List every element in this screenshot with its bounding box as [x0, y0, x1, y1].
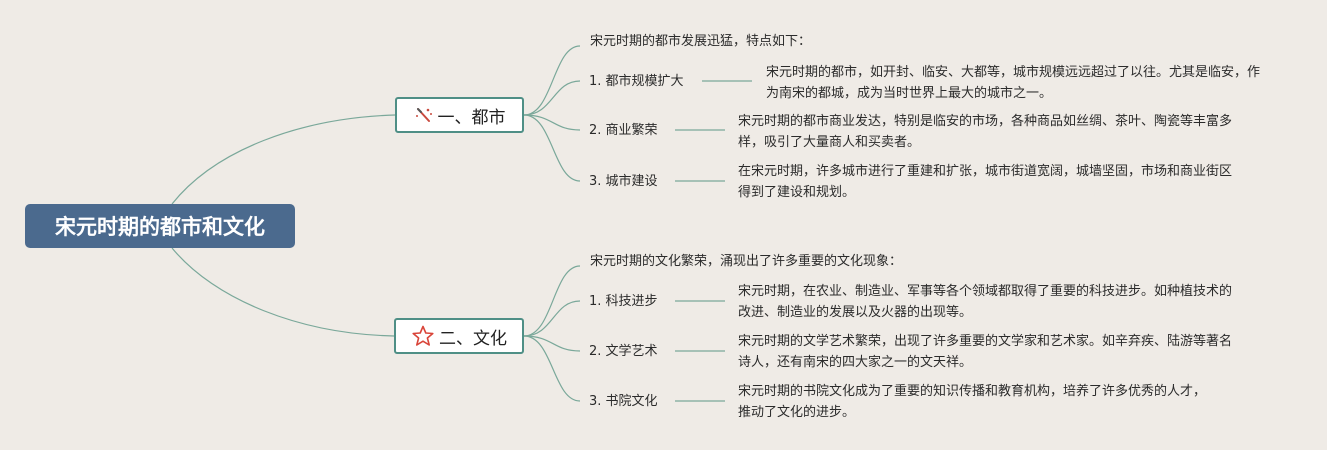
branch-cities[interactable]: 一、都市	[395, 97, 524, 133]
connector-cities-item-2	[523, 114, 581, 131]
cities-item-3-desc: 在宋元时期，许多城市进行了重建和扩张，城市街道宽阔，城墙坚固，市场和商业街区得到…	[738, 164, 1233, 200]
culture-item-1-title[interactable]: 1. 科技进步	[589, 294, 658, 309]
root-topic-label: 宋元时期的都市和文化	[55, 215, 265, 239]
connector-cities-intro	[523, 45, 581, 116]
cities-item-1-title[interactable]: 1. 都市规模扩大	[589, 74, 684, 89]
star-icon	[411, 325, 435, 347]
branch-culture-label: 二、文化	[439, 328, 507, 349]
connector-root-to-cities	[171, 114, 396, 205]
cities-item-2-desc: 宋元时期的都市商业发达，特别是临安的市场，各种商品如丝绸、茶叶、陶瓷等丰富多样，…	[738, 114, 1233, 150]
connector-cities-item-3	[523, 114, 581, 182]
branch-culture[interactable]: 二、文化	[394, 318, 524, 354]
magic-wand-icon	[414, 106, 434, 124]
cities-intro: 宋元时期的都市发展迅猛，特点如下：	[590, 34, 812, 49]
connector-cities-item-1	[523, 80, 581, 116]
connector-culture-intro	[523, 265, 581, 337]
culture-intro: 宋元时期的文化繁荣，涌现出了许多重要的文化现象：	[590, 254, 903, 269]
branch-cities-label: 一、都市	[437, 107, 506, 128]
connector-root-to-culture	[171, 247, 395, 337]
connector-culture-item-1	[523, 300, 581, 337]
culture-item-3-title[interactable]: 3. 书院文化	[589, 394, 658, 409]
cities-item-2-title[interactable]: 2. 商业繁荣	[589, 123, 658, 138]
connector-culture-item-3	[523, 335, 581, 402]
cities-item-1-desc: 宋元时期的都市，如开封、临安、大都等，城市规模远远超过了以往。尤其是临安，作为南…	[766, 65, 1261, 101]
culture-item-2-desc: 宋元时期的文学艺术繁荣，出现了许多重要的文学家和艺术家。如辛弃疾、陆游等著名诗人…	[738, 334, 1233, 370]
culture-item-2-title[interactable]: 2. 文学艺术	[589, 344, 658, 359]
connector-culture-item-2	[523, 335, 581, 352]
culture-item-1-desc: 宋元时期，在农业、制造业、军事等各个领域都取得了重要的科技进步。如种植技术的改进…	[738, 284, 1233, 320]
cities-item-3-title[interactable]: 3. 城市建设	[589, 174, 658, 189]
root-topic[interactable]: 宋元时期的都市和文化	[25, 204, 295, 248]
culture-item-3-desc: 宋元时期的书院文化成为了重要的知识传播和教育机构，培养了许多优秀的人才，推动了文…	[738, 384, 1207, 420]
